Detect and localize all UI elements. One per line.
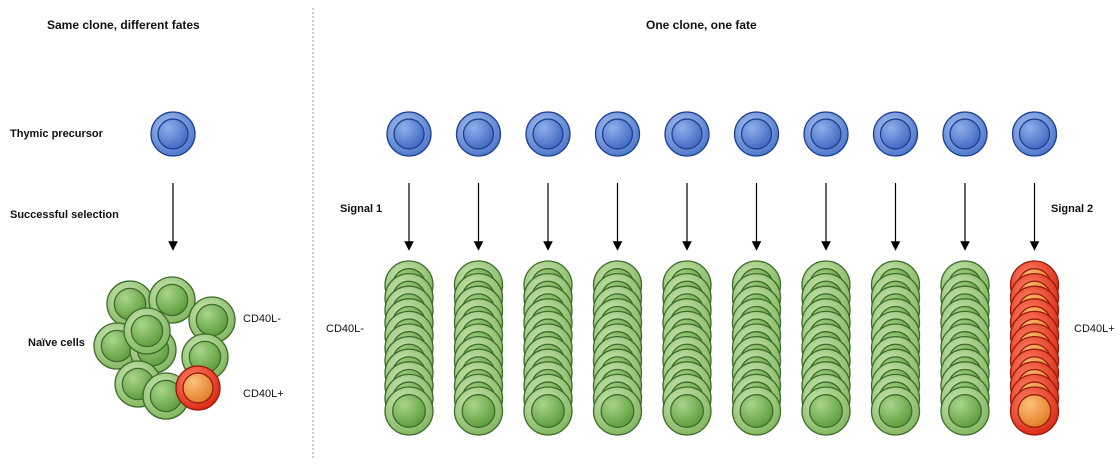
right-cd40l-positive-cell [1011,387,1059,435]
left-cd40l-positive-label: CD40L+ [243,388,284,400]
signal-1-label: Signal 1 [340,203,382,215]
signal-2-label: Signal 2 [1051,203,1093,215]
right-cd40l-negative-cell [872,387,920,435]
right-cd40l-negative-cell [941,387,989,435]
right-precursor-cell [665,112,709,156]
right-cd40l-negative-cell [802,387,850,435]
right-cd40l-positive-label: CD40L+ [1074,323,1115,335]
left-cd40l-positive-cell [176,366,220,410]
precursor-row-label: Thymic precursor [10,128,103,140]
right-cd40l-negative-cell [385,387,433,435]
left-precursor-cell [151,112,195,156]
right-cd40l-negative-cell [455,387,503,435]
left-cd40l-negative-label: CD40L- [243,313,281,325]
right-precursor-cell [526,112,570,156]
right-precursor-cell [1013,112,1057,156]
naive-row-label: Naïve cells [28,337,85,349]
right-cd40l-negative-label: CD40L- [326,323,364,335]
right-precursor-cell [387,112,431,156]
right-precursor-cell [943,112,987,156]
right-cd40l-negative-cell [594,387,642,435]
right-precursor-cell [596,112,640,156]
right-cd40l-negative-cell [663,387,711,435]
right-precursor-cell [457,112,501,156]
right-panel-title: One clone, one fate [646,18,757,32]
right-precursor-cell [804,112,848,156]
left-panel-title: Same clone, different fates [47,18,200,32]
left-naive-cell [124,308,170,354]
right-precursor-cell [735,112,779,156]
right-cd40l-negative-cell [733,387,781,435]
right-cd40l-negative-cell [524,387,572,435]
right-precursor-cell [874,112,918,156]
selection-row-label: Successful selection [10,209,119,221]
